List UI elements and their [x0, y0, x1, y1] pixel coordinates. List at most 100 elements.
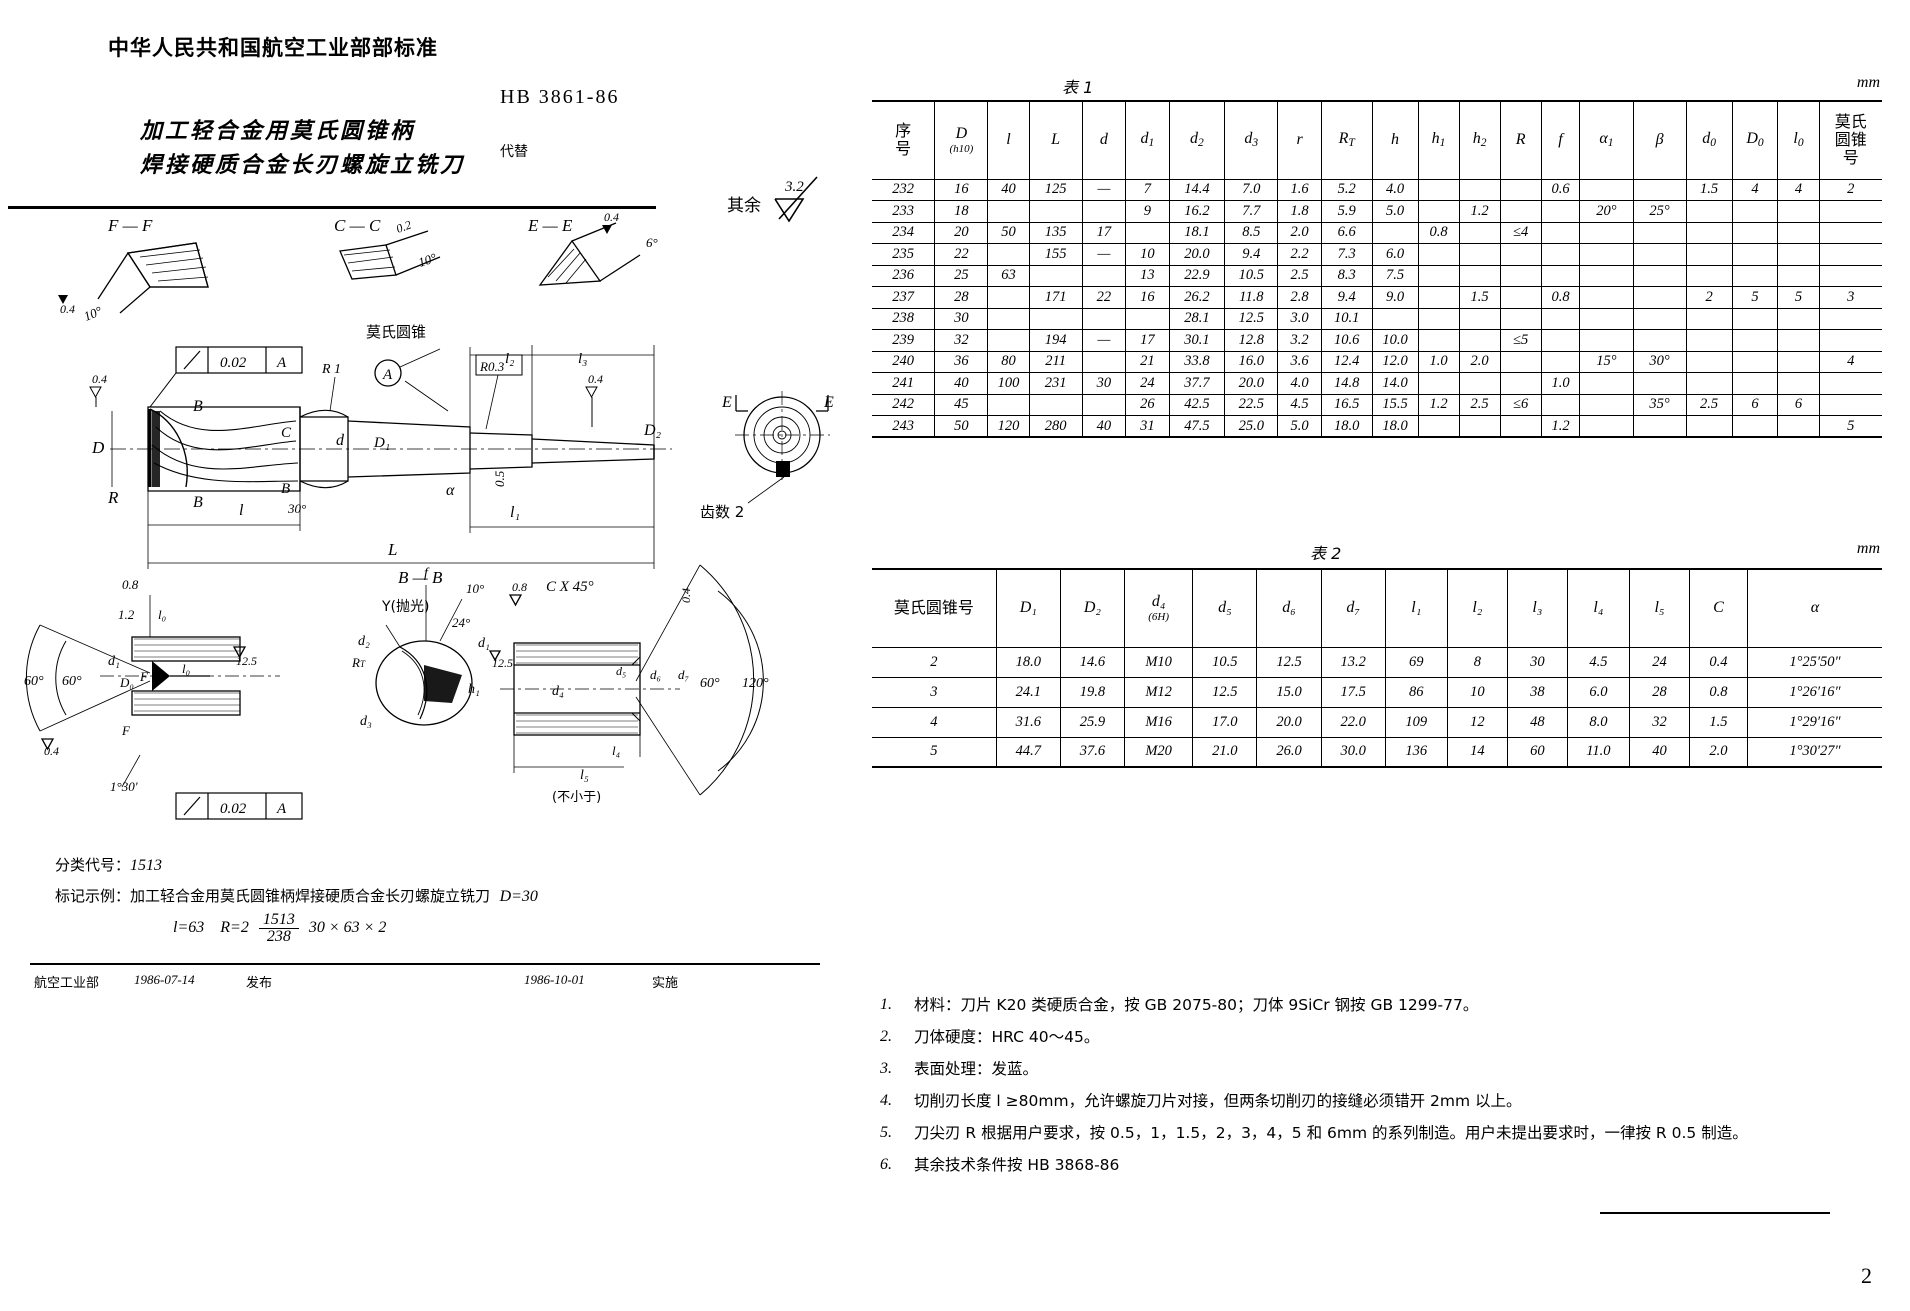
table1-cell-d0	[1685, 329, 1733, 352]
table1-cell-a1	[1579, 221, 1634, 244]
table1-cell-f	[1540, 393, 1581, 416]
table2-cell-D2: 19.8	[1059, 676, 1125, 708]
svg-text:d₃: d₃	[360, 714, 372, 729]
threaded-bore-section: C X 45° 0.8 d₄ d₅ d₆ d₇ l₄ l₅ (不小于)	[500, 564, 769, 805]
table1-cell-d0	[1685, 372, 1733, 395]
svg-text:12.5: 12.5	[492, 656, 513, 670]
svg-text:0.8: 0.8	[122, 577, 139, 592]
title-line-2: 焊接硬质合金长刃螺旋立铣刀	[140, 153, 466, 178]
svg-text:6°: 6°	[646, 235, 658, 250]
table2-cell-l5: 40	[1628, 736, 1690, 767]
table1-cell-h1	[1417, 307, 1460, 330]
table1-cell-h2: 2.5	[1458, 393, 1501, 416]
table1-cell-D: 22	[934, 243, 989, 266]
table1-cell-d	[1081, 307, 1127, 330]
svg-text:d₁: d₁	[478, 636, 490, 651]
table1-cell-h2: 1.5	[1458, 286, 1501, 309]
table2-cell-d5: 10.5	[1192, 646, 1258, 678]
table1-cell-d2: 16.2	[1168, 200, 1226, 223]
table2-cell-D1: 31.6	[995, 706, 1061, 738]
table1-cell-h1	[1417, 264, 1460, 287]
svg-text:d₂: d₂	[358, 634, 370, 649]
table2-col-header: α	[1746, 569, 1882, 648]
table1-cell-d3: 9.4	[1224, 243, 1279, 266]
table2-col-header: d₇	[1320, 569, 1386, 648]
table1-cell-h: 4.0	[1371, 178, 1419, 201]
marking-l: l=63	[173, 919, 205, 937]
page-number: 2	[1861, 1263, 1872, 1288]
table1-cell-h2	[1458, 372, 1501, 395]
table2-cell-d5: 12.5	[1192, 676, 1258, 708]
table1-cell-D: 40	[934, 372, 989, 395]
table1-cell-L: 135	[1028, 221, 1083, 244]
table1-cell-d: —	[1081, 178, 1127, 201]
classification-code-label: 分类代号：	[55, 856, 131, 874]
table1-cell-mt	[1818, 393, 1882, 416]
table1-cell-f: 1.0	[1540, 372, 1581, 395]
table1-cell-B: 35°	[1632, 393, 1687, 416]
table1-col-header: l	[987, 101, 1030, 180]
table1-cell-mt: 2	[1818, 178, 1882, 201]
table1-cell-D: 50	[934, 415, 989, 437]
table1-cell-h2	[1458, 329, 1501, 352]
table1-cell-d: —	[1081, 329, 1127, 352]
table1-cell-d1	[1125, 221, 1170, 244]
svg-text:Y(抛光): Y(抛光)	[381, 599, 429, 615]
table1-cell-mt	[1818, 264, 1882, 287]
table1-cell-no: 236	[872, 264, 936, 287]
table2-cell-mt: 5	[872, 736, 997, 767]
table1-cell-mt	[1818, 200, 1882, 223]
note-text: 刀尖刃 R 根据用户要求，按 0.5，1，1.5，2，3，4，5 和 6mm 的…	[914, 1124, 1748, 1142]
table1-cell-h1: 1.0	[1417, 350, 1460, 373]
footer-issuer: 航空工业部	[34, 976, 100, 991]
table1-cell-d1: 26	[1125, 393, 1170, 416]
table1-cell-l: 100	[987, 372, 1030, 395]
table1-cell-r: 1.6	[1277, 178, 1322, 201]
svg-text:d₁: d₁	[108, 654, 120, 669]
svg-text:10°: 10°	[466, 581, 484, 596]
table1-cell-l0	[1777, 350, 1820, 373]
svg-text:1.2: 1.2	[118, 607, 135, 622]
table1-cell-r: 1.8	[1277, 200, 1322, 223]
table2-cell-C: 2.0	[1688, 736, 1748, 767]
table1-cell-d2: 18.1	[1168, 221, 1226, 244]
table1-cell-l0: 6	[1777, 393, 1820, 416]
table1-cell-B	[1632, 372, 1687, 395]
table1-cell-h1	[1417, 415, 1460, 437]
svg-text:d₄: d₄	[552, 684, 564, 699]
document-title: 加工轻合金用莫氏圆锥柄 焊接硬质合金长刃螺旋立铣刀	[140, 115, 465, 183]
table2-col-header: C	[1688, 569, 1748, 648]
table1-cell-d1: 24	[1125, 372, 1170, 395]
table1-cell-B	[1632, 264, 1687, 287]
table1-cell-d3: 10.5	[1224, 264, 1279, 287]
table1-cell-no: 241	[872, 372, 936, 395]
table1-cell-mt	[1818, 372, 1882, 395]
table1-cell-l	[987, 286, 1030, 309]
table1-col-header: α1	[1579, 101, 1634, 180]
svg-text:l: l	[239, 502, 244, 519]
table2-cell-d4: M16	[1123, 706, 1194, 738]
table1-unit: mm	[1856, 74, 1880, 91]
table2-cell-d5: 21.0	[1192, 736, 1258, 767]
svg-text:10°: 10°	[416, 250, 438, 270]
table1-cell-mt: 5	[1818, 415, 1882, 437]
footer-divider-rule	[30, 963, 820, 965]
table1-col-header: d0	[1685, 101, 1733, 180]
svg-text:E: E	[721, 394, 732, 411]
svg-text:B — B: B — B	[398, 568, 443, 587]
classification-code-row: 分类代号：1513	[55, 850, 538, 881]
table1-cell-L: 211	[1028, 350, 1083, 373]
section-bb-view: B — B Y(抛光) d₂ RT d₃ f 10° 24° d₁ h₁ 12.…	[351, 566, 513, 729]
table2-col-header: l₂	[1446, 569, 1508, 648]
svg-text:B: B	[281, 481, 290, 497]
table1-cell-d: 17	[1081, 221, 1127, 244]
table1-cell-l	[987, 307, 1030, 330]
table1-cell-d1: 9	[1125, 200, 1170, 223]
table1-col-header: h1	[1417, 101, 1460, 180]
table1-cell-D0	[1731, 350, 1779, 373]
table2-cell-D1: 18.0	[995, 646, 1061, 678]
table1-cell-a1	[1579, 178, 1634, 201]
table1-cell-mt	[1818, 221, 1882, 244]
